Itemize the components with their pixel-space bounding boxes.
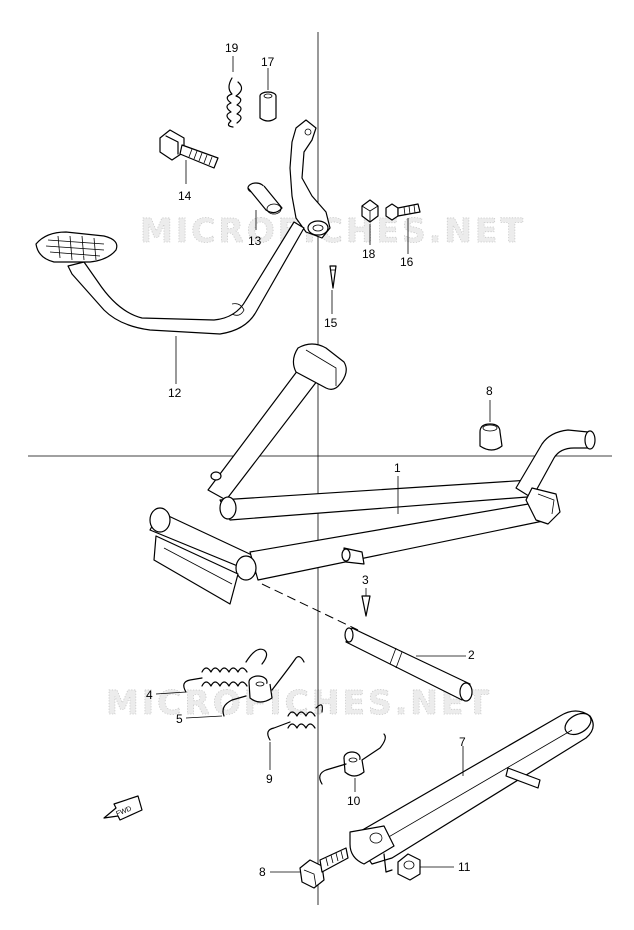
- callout-17: 16: [400, 255, 414, 269]
- part-19-collar: [259, 91, 277, 122]
- pivot-axis-line: [261, 583, 359, 631]
- part-18-nut: [361, 199, 379, 223]
- callout-7: 7: [459, 735, 466, 749]
- part-4-spring: [183, 648, 268, 693]
- part-2-pivot-shaft: [344, 627, 473, 702]
- part-15-bolt: [159, 129, 219, 169]
- part-1-center-stand: [149, 343, 596, 605]
- callout-2: 2: [468, 648, 475, 662]
- leader-lines: [155, 56, 491, 873]
- watermark-bottom: MICROFICHES.NET: [106, 683, 492, 722]
- callout-16: 15: [324, 316, 338, 330]
- callout-8-top: 8: [486, 384, 493, 398]
- callout-4: 4: [146, 688, 153, 702]
- part-9-spring: [267, 704, 323, 741]
- callout-13: 19: [225, 41, 239, 55]
- callout-8-bottom: 8: [259, 865, 266, 879]
- callout-10: 10: [347, 794, 361, 808]
- part-8-stopper-top: [479, 423, 503, 451]
- callout-3: 3: [362, 573, 369, 587]
- callout-1: 1: [394, 461, 401, 475]
- part-14-bushing: [247, 182, 283, 215]
- part-3-cotter-pin: [361, 595, 371, 617]
- callout-12: 12: [168, 386, 182, 400]
- fwd-arrow-icon: FWD: [103, 795, 143, 821]
- callout-18: 18: [362, 247, 376, 261]
- part-16-cotter-pin: [329, 265, 337, 289]
- callout-11: 11: [458, 860, 471, 874]
- part-12-brake-pedal: [35, 119, 331, 335]
- part-8-bolt-bottom: [299, 847, 349, 889]
- part-7-side-stand: [349, 710, 594, 873]
- callout-15: 14: [178, 189, 192, 203]
- watermark-top: MICROFICHES.NET: [140, 211, 526, 250]
- callout-9: 9: [266, 772, 273, 786]
- part-17-bolt: [385, 203, 421, 221]
- callout-14: 13: [248, 234, 262, 248]
- part-11-nut: [397, 853, 421, 881]
- part-10-collar: [319, 733, 386, 785]
- callout-5: 5: [176, 712, 183, 726]
- part-13-spring: [226, 77, 243, 128]
- callout-19: 17: [261, 55, 275, 69]
- part-5-collar: [222, 656, 305, 717]
